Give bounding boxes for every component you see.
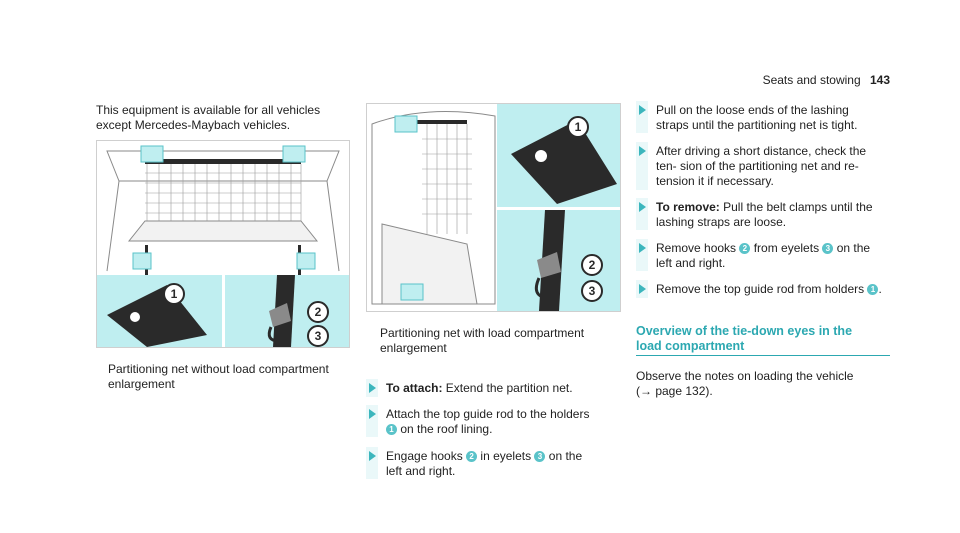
inline-callout-3: 3	[534, 451, 546, 462]
step-arrow-icon	[639, 105, 646, 115]
header-section: Seats and stowing	[762, 73, 861, 87]
strap-hook-illustration-2	[534, 210, 565, 311]
inset-hook-detail-2: 2 3	[497, 210, 620, 311]
inline-callout-1: 1	[867, 284, 879, 295]
step-arrow-icon	[639, 243, 646, 253]
inset-holder-detail: 1	[97, 275, 222, 347]
step-arrow-icon	[639, 146, 646, 156]
figure-caption-middle: Partitioning net with load compartment e…	[380, 326, 585, 355]
figure-caption-left: Partitioning net without load compartmen…	[108, 362, 329, 391]
callout-3: 3	[307, 325, 329, 347]
callout-1-mid: 1	[567, 116, 589, 138]
cargo-side-illustration	[367, 104, 497, 311]
inline-callout-3: 3	[822, 243, 834, 254]
intro-text: This equipment is available for all vehi…	[96, 103, 321, 132]
step-arrow-icon	[639, 284, 646, 294]
step-arrow-icon	[369, 409, 376, 419]
callout-3-mid: 3	[581, 280, 603, 302]
section-title-tie-down-eyes: Overview of the tie-down eyes in the loa…	[636, 324, 853, 353]
figure-net-with-enlargement: 1 2 3	[366, 103, 621, 312]
strap-hook-illustration	[267, 275, 295, 347]
figure-net-without-enlargement: 1 2 3	[96, 140, 350, 348]
callout-1: 1	[163, 283, 185, 305]
inline-callout-2: 2	[466, 451, 478, 462]
cargo-area-illustration	[97, 141, 349, 275]
page-number: 143	[869, 73, 890, 87]
inset-hook-detail: 2 3	[225, 275, 349, 347]
step-arrow-icon	[369, 383, 376, 393]
holder-illustration-2	[511, 120, 617, 204]
inline-callout-1: 1	[386, 424, 397, 435]
running-header: Seats and stowing 143	[763, 73, 890, 88]
inline-callout-2: 2	[739, 243, 751, 254]
holder-illustration	[107, 285, 207, 347]
step-arrow-icon	[369, 451, 376, 461]
section-heading-line	[636, 355, 890, 356]
callout-2-mid: 2	[581, 254, 603, 276]
loading-note: Observe the notes on loading the vehicle…	[636, 369, 854, 398]
inset-holder-detail-2: 1	[497, 104, 620, 207]
step-arrow-icon	[639, 202, 646, 212]
callout-2: 2	[307, 301, 329, 323]
